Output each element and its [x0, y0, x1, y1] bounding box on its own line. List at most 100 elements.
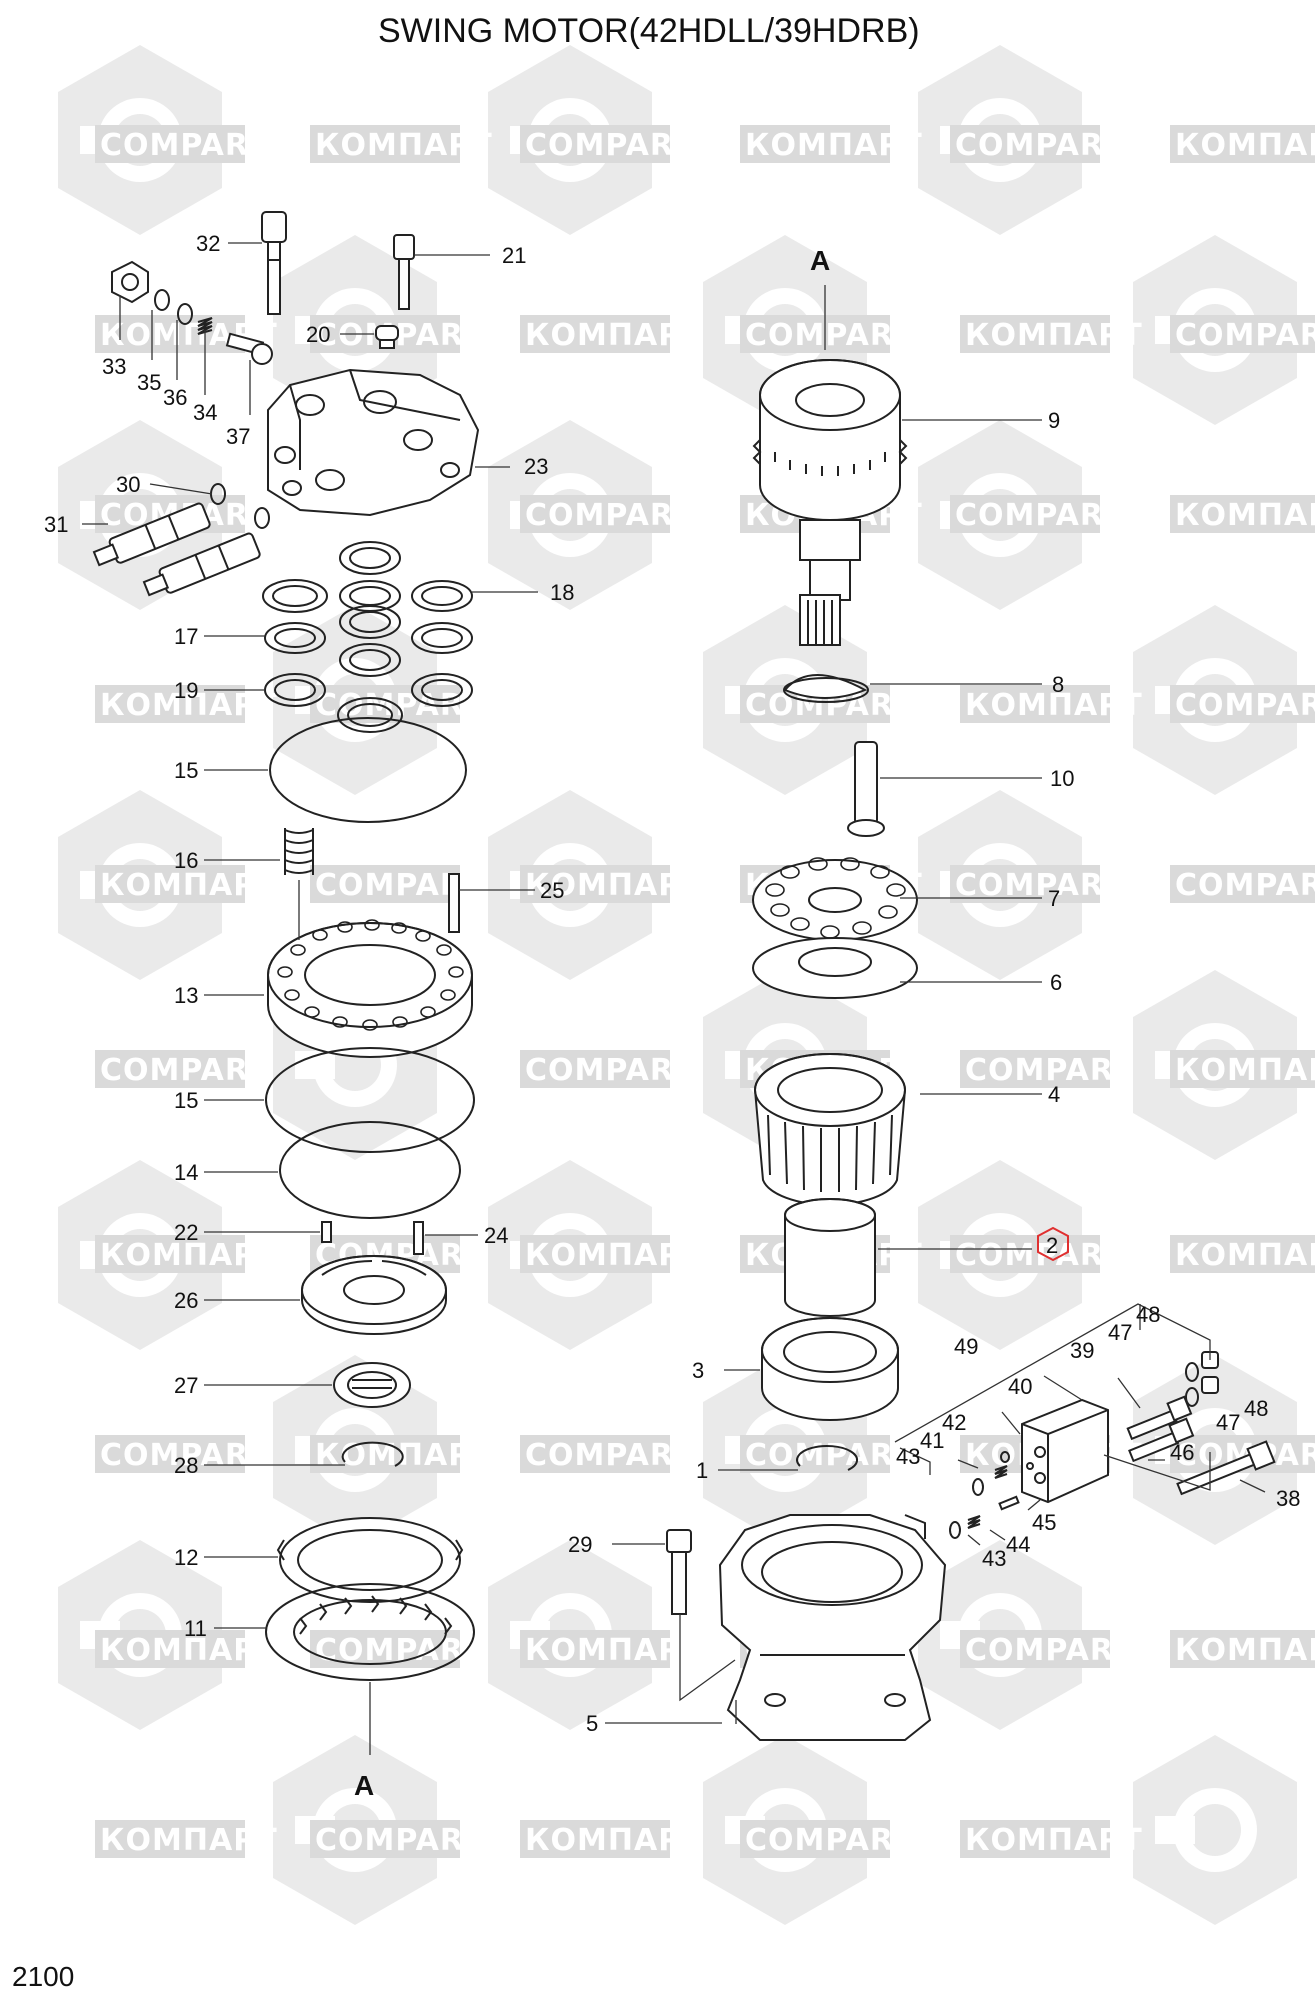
part-label[interactable]: 19: [174, 678, 198, 703]
part-label[interactable]: 2: [1046, 1233, 1058, 1258]
part-label[interactable]: 46: [1170, 1440, 1194, 1465]
highlight-hexagon: [1037, 1226, 1069, 1262]
page-title: SWING MOTOR(42HDLL/39HDRB): [378, 12, 920, 50]
part-31-relief-valve: [92, 502, 211, 567]
part-label[interactable]: 6: [1050, 970, 1062, 995]
part-label[interactable]: 34: [193, 400, 217, 425]
watermark-word: COMPART: [525, 1438, 694, 1473]
part-label[interactable]: 26: [174, 1288, 198, 1313]
part-label[interactable]: 5: [586, 1711, 598, 1736]
watermark-word: COMPART: [745, 1823, 914, 1858]
part-label[interactable]: 43: [982, 1546, 1006, 1571]
part-label[interactable]: 20: [306, 322, 330, 347]
part-label[interactable]: 47: [1216, 1410, 1240, 1435]
part-label[interactable]: 17: [174, 624, 198, 649]
part-label[interactable]: 22: [174, 1220, 198, 1245]
part-label[interactable]: 39: [1070, 1338, 1094, 1363]
part-label[interactable]: 36: [163, 385, 187, 410]
part-label[interactable]: 27: [174, 1373, 198, 1398]
part-label[interactable]: 42: [942, 1410, 966, 1435]
part-label[interactable]: 37: [226, 424, 250, 449]
part-label[interactable]: 49: [954, 1334, 978, 1359]
part-38-bolt: [1176, 1440, 1276, 1496]
watermark-word: КОМПАРТ: [745, 128, 923, 163]
watermark-word: COMPART: [315, 688, 484, 723]
part-label[interactable]: 43: [896, 1444, 920, 1469]
part-21-bolt: [393, 234, 415, 310]
part-label[interactable]: 14: [174, 1160, 198, 1185]
part-label[interactable]: 32: [196, 231, 220, 256]
part-label[interactable]: 10: [1050, 766, 1074, 791]
part-label[interactable]: 47: [1108, 1320, 1132, 1345]
watermark-word: COMPART: [965, 1053, 1134, 1088]
watermark-word: КОМПАРТ: [1175, 1238, 1315, 1273]
right-assembly: [666, 285, 1276, 1741]
part-label[interactable]: 15: [174, 758, 198, 783]
part-label[interactable]: 25: [540, 878, 564, 903]
part-1-snap-ring: [796, 1444, 859, 1471]
watermark-word: КОМПАРТ: [100, 868, 278, 903]
page-number: 2100: [12, 1961, 74, 1992]
part-label[interactable]: 28: [174, 1453, 198, 1478]
watermark-word: COMPART: [100, 1053, 269, 1088]
part-label[interactable]: 40: [1008, 1374, 1032, 1399]
part-2-bushing: [784, 1198, 876, 1317]
part-labels: 32 21 33 35 36 34 20 37 23 30 31 18 17 1…: [44, 231, 1300, 1736]
watermark-layer: COMPART КОМПАРТ COMPART КОМПАРТ COMPART …: [58, 45, 1315, 1925]
part-label[interactable]: 9: [1048, 408, 1060, 433]
part-39-bolt: [1126, 1395, 1195, 1463]
watermark-word: COMPART: [315, 1633, 484, 1668]
part-label[interactable]: 21: [502, 243, 526, 268]
watermark-word: COMPART: [965, 1633, 1134, 1668]
watermark-word: COMPART: [525, 1053, 694, 1088]
part-label[interactable]: 7: [1048, 886, 1060, 911]
watermark-word: COMPART: [745, 318, 914, 353]
part-42-oring: [1000, 1451, 1010, 1463]
part-label[interactable]: 33: [102, 354, 126, 379]
part-26-valve-plate: [301, 1255, 447, 1335]
part-label[interactable]: 41: [920, 1428, 944, 1453]
part-20-plug: [375, 325, 399, 349]
part-label[interactable]: 29: [568, 1532, 592, 1557]
left-assembly: [92, 211, 480, 1755]
part-35-oring: [154, 289, 170, 311]
part-label[interactable]: 48: [1244, 1396, 1268, 1421]
part-label[interactable]: 38: [1276, 1486, 1300, 1511]
watermark-word: КОМПАРТ: [965, 1823, 1143, 1858]
part-48-plug: [1201, 1376, 1219, 1394]
part-label[interactable]: 16: [174, 848, 198, 873]
part-44-spring: [967, 1515, 981, 1529]
part-label[interactable]: 18: [550, 580, 574, 605]
watermark-word: КОМПАРТ: [525, 318, 703, 353]
part-47-oring: [1185, 1387, 1199, 1407]
part-label[interactable]: 15: [174, 1088, 198, 1113]
part-label[interactable]: 24: [484, 1223, 508, 1248]
part-label[interactable]: 4: [1048, 1082, 1060, 1107]
part-label[interactable]: 48: [1136, 1302, 1160, 1327]
part-label[interactable]: 13: [174, 983, 198, 1008]
part-label[interactable]: 1: [696, 1458, 708, 1483]
part-label[interactable]: 23: [524, 454, 548, 479]
part-label[interactable]: 30: [116, 472, 140, 497]
part-label[interactable]: 8: [1052, 672, 1064, 697]
part-label[interactable]: 12: [174, 1545, 198, 1570]
watermark-word: КОМПАРТ: [315, 128, 493, 163]
part-label[interactable]: 45: [1032, 1510, 1056, 1535]
watermark-word: КОМПАРТ: [1175, 1633, 1315, 1668]
part-41-spring: [994, 1465, 1008, 1479]
part-18-17-19-shoes: [262, 541, 473, 733]
part-47-oring: [1185, 1362, 1199, 1382]
part-label[interactable]: 11: [184, 1616, 207, 1641]
watermark-word: КОМПАРТ: [525, 1823, 703, 1858]
part-label[interactable]: 35: [137, 370, 161, 395]
part-13-cylinder-block: [267, 919, 473, 1058]
leader-lines: [82, 242, 1266, 1724]
part-label[interactable]: 3: [692, 1358, 704, 1383]
part-29-bolt: [666, 1529, 692, 1615]
part-label[interactable]: 44: [1006, 1532, 1030, 1557]
part-label[interactable]: 31: [44, 512, 68, 537]
watermark-word: COMPART: [525, 128, 694, 163]
part-33-plug: [111, 260, 149, 304]
part-22-pin: [321, 1221, 332, 1243]
part-40-valve-block: [1021, 1398, 1109, 1504]
